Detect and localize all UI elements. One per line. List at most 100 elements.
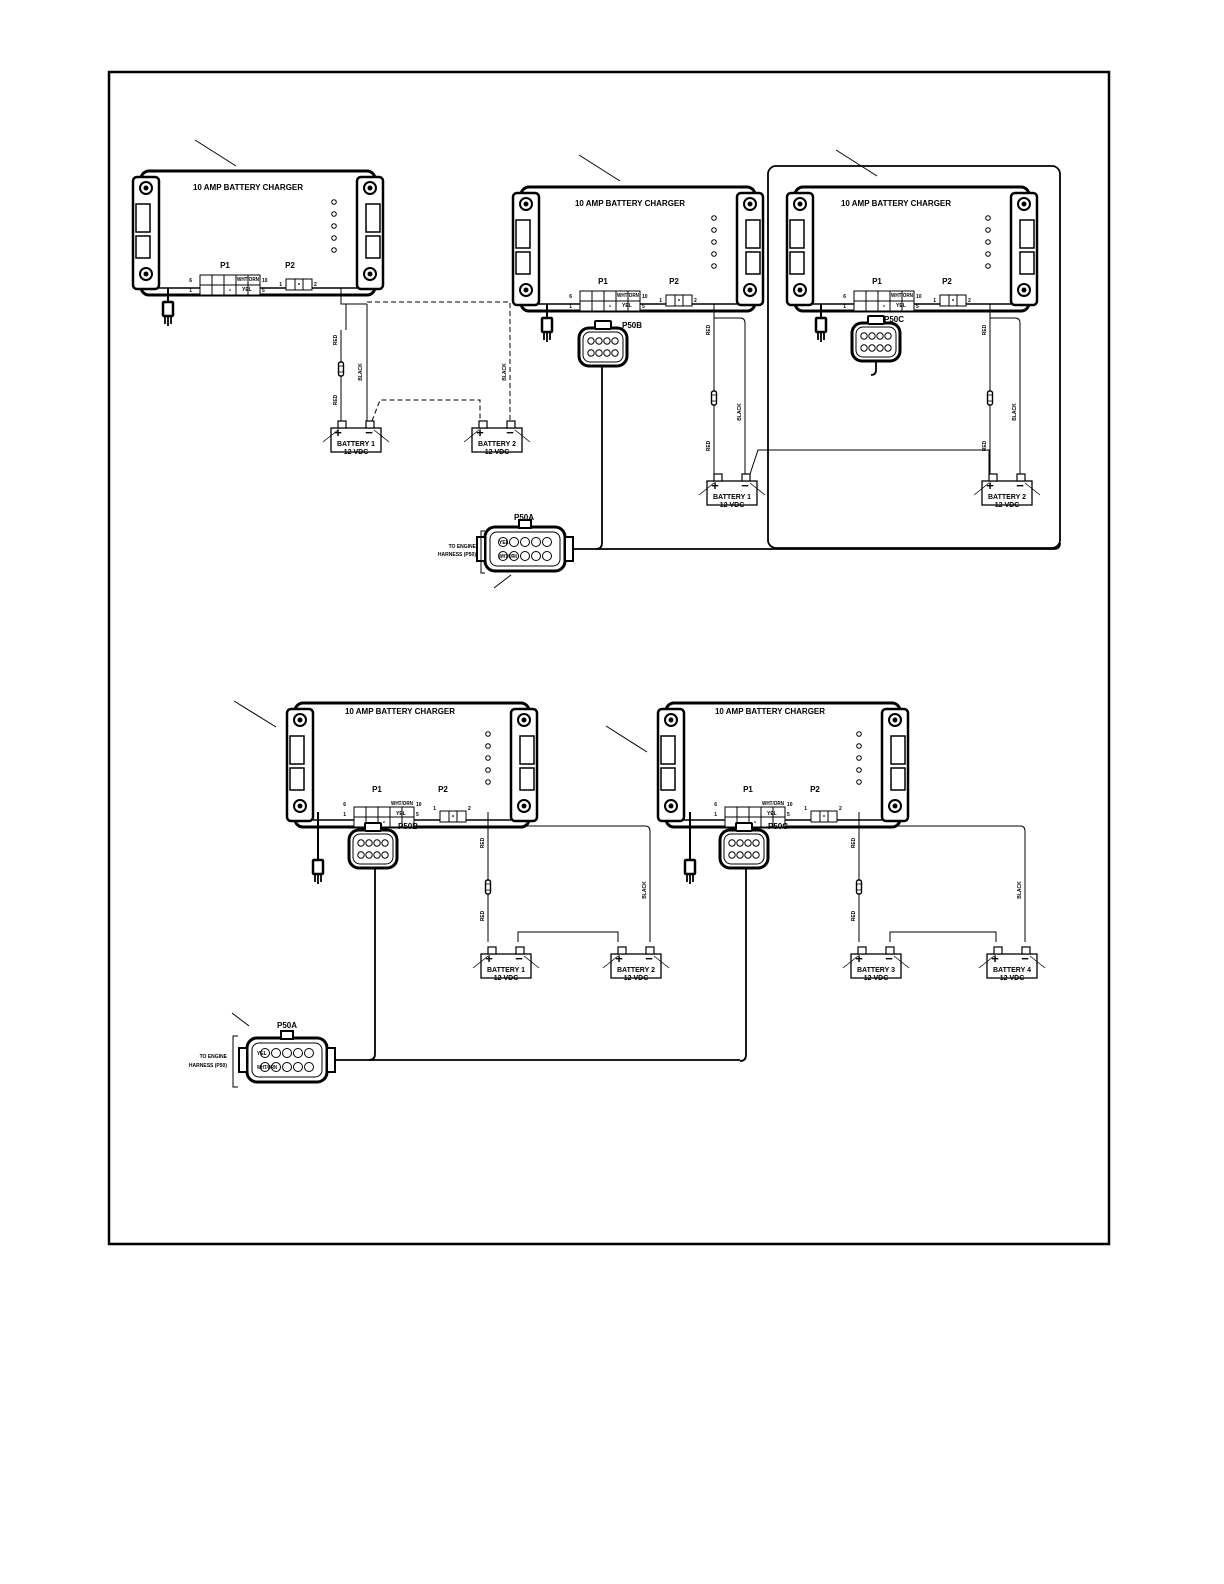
pin-label: 10	[916, 294, 922, 300]
wire-label-black: BLACK	[1012, 403, 1018, 421]
p1-label: P1	[220, 261, 230, 270]
pin-label: 6	[343, 802, 346, 808]
pin-label: 2	[694, 298, 697, 304]
battery-label: BATTERY 2	[617, 967, 655, 974]
battery-volts: 12 VDC	[624, 975, 649, 982]
leader-line	[605, 725, 648, 753]
connector-label: P50B	[622, 321, 642, 330]
option-frame	[767, 165, 1061, 549]
wire-color-label: YEL	[622, 303, 632, 309]
pin-label: 1	[189, 288, 192, 294]
connector-label: P50A	[277, 1021, 297, 1030]
wire-label-black: BLACK	[358, 363, 364, 381]
battery: + − BATTERY 1 12 VDC	[472, 946, 540, 982]
pin-color-label: YEL	[257, 1051, 267, 1057]
connector-label: P50B	[398, 822, 418, 831]
battery-plus: +	[485, 951, 493, 966]
battery-minus: −	[515, 951, 523, 966]
battery: + − BATTERY 3 12 VDC	[842, 946, 910, 982]
leader-line	[835, 149, 878, 177]
wire-color-label: YEL	[242, 287, 252, 293]
leader-line	[231, 1012, 250, 1027]
pin-label: 1	[714, 812, 717, 818]
leader-line	[578, 154, 621, 182]
battery-volts: 12 VDC	[485, 449, 510, 456]
wire-color-label: YEL	[896, 303, 906, 309]
p1-label: P1	[598, 277, 608, 286]
wire-label-red: RED	[480, 910, 486, 921]
pin-label: 6	[714, 802, 717, 808]
harness-note: HARNESS (P50)	[438, 552, 476, 558]
battery-label: BATTERY 3	[857, 967, 895, 974]
connector-label: P50C	[884, 315, 904, 324]
pin-label: 2	[314, 282, 317, 288]
battery-label: BATTERY 1	[487, 967, 525, 974]
pin-label: 6	[843, 294, 846, 300]
harness-note: TO ENGINE	[200, 1054, 228, 1060]
panel-c: 10 AMP BATTERY CHARGER P1 P2 6 1 10 5 WH…	[767, 149, 1061, 549]
wire-color-label: WHT/ORN	[391, 801, 413, 807]
wire-color-label: YEL	[396, 811, 406, 817]
pin-label: 10	[416, 802, 422, 808]
leader-line	[233, 700, 277, 728]
connector-label: P50C	[768, 822, 788, 831]
charger-title: 10 AMP BATTERY CHARGER	[193, 183, 303, 192]
wire-label-black: BLACK	[1017, 881, 1023, 899]
battery: + − BATTERY 1 12 VDC	[698, 473, 766, 509]
pin-label: 10	[262, 278, 268, 284]
pin-label: 1	[933, 298, 936, 304]
wire-color-label: WHT/ORN	[237, 277, 259, 283]
battery-plus: +	[991, 951, 999, 966]
p2-label: P2	[942, 277, 952, 286]
wire-label-red: RED	[706, 440, 712, 451]
battery-label: BATTERY 4	[993, 967, 1031, 974]
battery-volts: 12 VDC	[720, 502, 745, 509]
pin-label: 1	[433, 806, 436, 812]
battery-minus: −	[1016, 478, 1024, 493]
battery: + − BATTERY 2 12 VDC	[973, 473, 1041, 509]
pin-label: 5	[262, 288, 265, 294]
battery: + − BATTERY 1 12 VDC	[322, 420, 390, 456]
bottom-p50a-group: P50A YEL WHT/ORN TO ENGINE HARNESS (P50)	[189, 1012, 740, 1088]
wire-label-red: RED	[706, 324, 712, 335]
pin-label: 10	[642, 294, 648, 300]
panel-a: 10 AMP BATTERY CHARGER P1 P2 6 1 10 5 WH…	[131, 139, 531, 456]
pin-label: 5	[642, 304, 645, 310]
battery: + − BATTERY 4 12 VDC	[978, 946, 1046, 982]
wire-label-red: RED	[982, 440, 988, 451]
battery-plus: +	[986, 478, 994, 493]
p2-label: P2	[669, 277, 679, 286]
pin-color-label: YEL	[499, 540, 509, 546]
pin-label: 1	[843, 304, 846, 310]
pin-label: 6	[569, 294, 572, 300]
wire-color-label: WHT/ORN	[617, 293, 639, 299]
pin-label: 10	[787, 802, 793, 808]
charger-title: 10 AMP BATTERY CHARGER	[715, 707, 825, 716]
wire-label-red: RED	[851, 910, 857, 921]
pin-label: 6	[189, 278, 192, 284]
battery-plus: +	[711, 478, 719, 493]
battery-label: BATTERY 1	[713, 494, 751, 501]
battery-minus: −	[506, 425, 514, 440]
battery-label: BATTERY 2	[478, 441, 516, 448]
panel-e: 10 AMP BATTERY CHARGER P1 P2 6 1 10 5 WH…	[605, 701, 1046, 1062]
battery-minus: −	[645, 951, 653, 966]
p1-label: P1	[372, 785, 382, 794]
battery: + − BATTERY 2 12 VDC	[463, 420, 531, 456]
panel-d: 10 AMP BATTERY CHARGER P1 P2 6 1 10 5 WH…	[233, 700, 670, 1052]
battery-volts: 12 VDC	[1000, 975, 1025, 982]
battery-label: BATTERY 2	[988, 494, 1026, 501]
wire-label-black: BLACK	[642, 881, 648, 899]
battery: + − BATTERY 2 12 VDC	[602, 946, 670, 982]
battery-plus: +	[615, 951, 623, 966]
pin-label: 2	[968, 298, 971, 304]
battery-volts: 12 VDC	[995, 502, 1020, 509]
pin-label: 1	[279, 282, 282, 288]
pin-label: 5	[416, 812, 419, 818]
pin-color-label: WHT/ORN	[499, 554, 517, 560]
harness-note: TO ENGINE	[449, 544, 477, 550]
battery-volts: 12 VDC	[344, 449, 369, 456]
wire-color-label: WHT/ORN	[891, 293, 913, 299]
wire-label-black: BLACK	[502, 363, 508, 381]
